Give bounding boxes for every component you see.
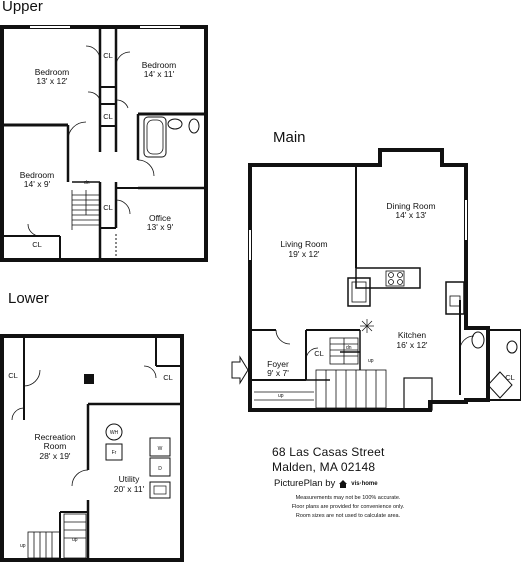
main-foyer-name: Foyer (267, 359, 289, 369)
lower-utility-name: Utility (119, 474, 141, 484)
main-stairs-down-label: dn (346, 345, 352, 351)
main-dining-size: 14' x 13' (395, 210, 427, 220)
lower-closet-label-2: CL (163, 373, 173, 382)
upper-closet-label-2: CL (103, 112, 113, 121)
upper-closet-label-3: CL (103, 203, 113, 212)
main-foyer-size: 9' x 7' (267, 368, 289, 378)
water-heater-label: WH (110, 430, 119, 436)
dryer-label: D (158, 466, 162, 472)
main-closet-label-1: CL (314, 349, 324, 358)
upper-bedroom-1-name: Bedroom (35, 67, 70, 77)
disclaimer-line-3: Room sizes are not used to calculate are… (295, 513, 401, 519)
furnace-label: Fr (112, 450, 117, 456)
main-living-size: 19' x 12' (288, 249, 320, 259)
main-stairs-up-label-1: up (368, 358, 374, 364)
lower-stairs-up-label-2: up (72, 537, 78, 543)
disclaimer-line-2: Floor plans are provided for convenience… (291, 504, 405, 510)
main-floor-plan (231, 148, 521, 412)
main-living-name: Living Room (280, 239, 327, 249)
upper-bedroom-2-name: Bedroom (142, 60, 177, 70)
main-dining-name: Dining Room (386, 201, 435, 211)
credit-text: PicturePlan by (274, 478, 336, 489)
lower-stairs-up-label-1: up (20, 543, 26, 549)
lower-floor-plan (0, 334, 184, 562)
upper-closet-label-1: CL (103, 51, 113, 60)
main-kitchen-size: 16' x 12' (396, 340, 428, 350)
upper-office-name: Office (149, 213, 171, 223)
property-address: 68 Las Casas Street Malden, MA 02148 (272, 445, 422, 475)
upper-bedroom-3-size: 14' x 9' (24, 179, 51, 189)
lower-recreation-size: 28' x 19' (39, 451, 71, 461)
disclaimer-line-1: Measurements may not be 100% accurate. (295, 495, 401, 501)
disclaimer: Measurements may not be 100% accurate. F… (268, 494, 428, 521)
lower-floor-title: Lower (8, 290, 49, 307)
main-kitchen-name: Kitchen (398, 330, 427, 340)
upper-closet-label-4: CL (32, 240, 42, 249)
upper-bedroom-2-size: 14' x 11' (144, 69, 175, 79)
upper-bedroom-3-name: Bedroom (20, 170, 55, 180)
main-floor-title: Main (273, 129, 306, 146)
pictureplan-credit: PicturePlan by vis·home (274, 478, 378, 489)
washer-label: W (158, 446, 163, 452)
upper-office-size: 13' x 9' (147, 222, 174, 232)
address-street: 68 Las Casas Street (272, 445, 385, 459)
lower-recreation-name-1: Recreation (34, 432, 75, 442)
lower-closet-label-1: CL (8, 371, 18, 380)
lower-recreation-name-2: Room (44, 441, 67, 451)
upper-floor-plan (0, 25, 208, 262)
main-stairs-up-label-2: up (278, 393, 284, 399)
upper-stairs-down-label: dn (84, 180, 90, 186)
credit-brand: vis·home (351, 480, 378, 487)
upper-bedroom-1-size: 13' x 12' (36, 76, 68, 86)
lower-utility-size: 20' x 11' (114, 484, 145, 494)
upper-floor-title: Upper (2, 0, 43, 15)
main-closet-label-2: CL (505, 373, 515, 382)
house-logo-icon (339, 479, 348, 488)
address-city: Malden, MA 02148 (272, 460, 376, 474)
